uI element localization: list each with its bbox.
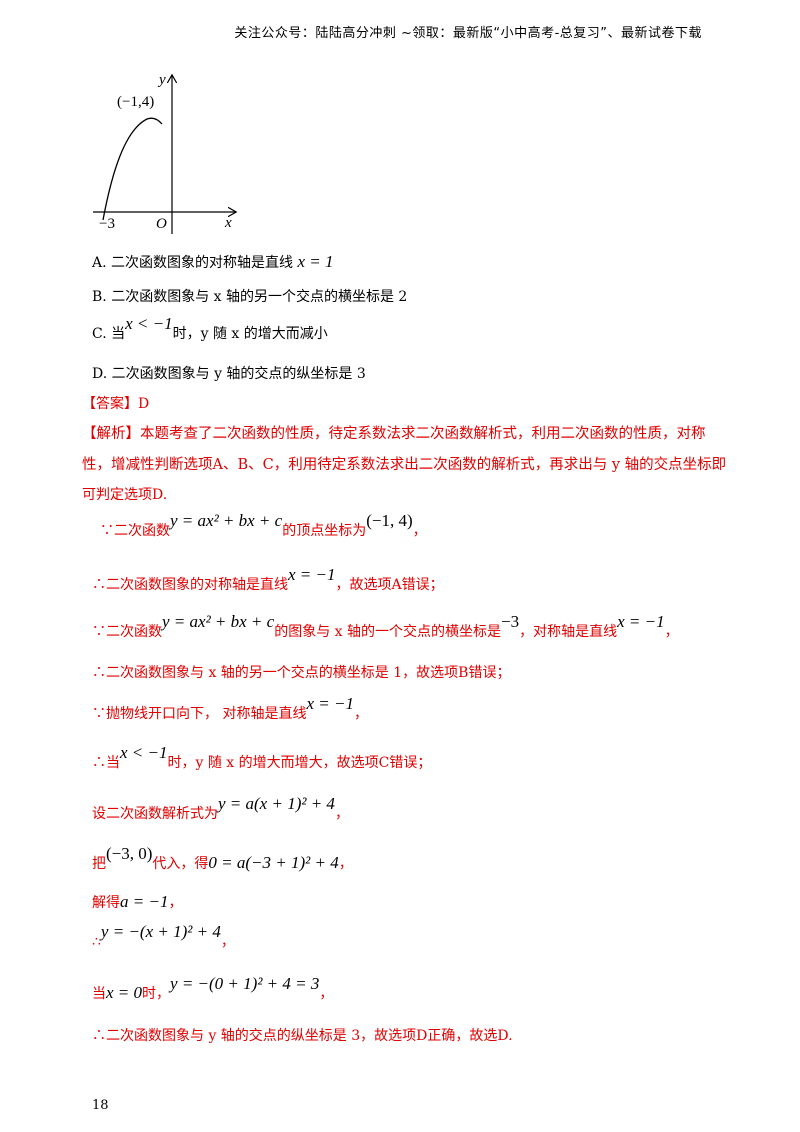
page-header: 关注公众号：陆陆高分冲刺 ~领取：最新版“小中高考-总复习”、最新试卷下载 [234, 26, 702, 41]
math: (−1, 4) [366, 511, 413, 530]
math: y = ax² + bx + c [162, 612, 275, 631]
x-axis-label: x [224, 215, 232, 231]
math: x < −1 [120, 743, 168, 762]
answer: 【答案】D [82, 396, 150, 412]
analysis-line-1: 【解析】本题考查了二次函数的性质，待定系数法求二次函数解析式，利用二次函数的性质… [82, 426, 706, 442]
option-a: A. 二次函数图象的对称轴是直线 x = 1 [92, 252, 334, 271]
math: y = −(0 + 1)² + 4 = 3 [170, 974, 320, 993]
math: y = −(x + 1)² + 4 [100, 922, 221, 941]
option-c: C. 当x < −1时，y 随 x 的增大而减小 [92, 314, 328, 342]
math: 0 = a(−3 + 1)² + 4 [208, 853, 339, 872]
math: (−3, 0) [106, 844, 153, 863]
page-number: 18 [92, 1098, 109, 1113]
step-11: 当x = 0时，y = −(0 + 1)² + 4 = 3， [92, 974, 334, 1002]
step-10: ∴y = −(x + 1)² + 4， [92, 922, 235, 950]
step-8: 把(−3, 0)代入，得0 = a(−3 + 1)² + 4， [92, 844, 353, 872]
step-3: ∵二次函数y = ax² + bx + c的图象与 x 轴的一个交点的横坐标是−… [92, 612, 679, 640]
step-4: ∴二次函数图象与 x 轴的另一个交点的横坐标是 1，故选项B错误； [92, 665, 511, 681]
analysis-line-3: 可判定选项D. [82, 487, 168, 503]
analysis-line-2: 性，增减性判断选项A、B、C，利用待定系数法求出二次函数的解析式，再求出与 y … [82, 457, 727, 473]
step-6: ∴当x < −1时，y 随 x 的增大而增大，故选项C错误； [92, 743, 432, 771]
step-7: 设二次函数解析式为y = a(x + 1)² + 4， [92, 794, 349, 822]
vertex-label: (−1,4) [117, 94, 154, 110]
parabola-curve [102, 117, 163, 221]
math: y = a(x + 1)² + 4 [218, 794, 335, 813]
math: x = 1 [297, 252, 334, 271]
math: x = −1 [617, 612, 665, 631]
option-d: D. 二次函数图象与 y 轴的交点的纵坐标是 3 [92, 366, 366, 382]
step-9: 解得a = −1， [92, 892, 183, 911]
parabola-graph: y x O (−1,4) −3 [93, 72, 245, 234]
math: −3 [501, 612, 520, 631]
step-1: ∵二次函数y = ax² + bx + c的顶点坐标为(−1, 4)， [100, 511, 427, 539]
step-2: ∴二次函数图象的对称轴是直线x = −1，故选项A错误； [92, 565, 444, 593]
math: y = ax² + bx + c [170, 511, 283, 530]
math: x = −1 [288, 565, 336, 584]
root-label: −3 [99, 216, 115, 232]
math: x = −1 [306, 694, 354, 713]
step-12: ∴二次函数图象与 y 轴的交点的纵坐标是 3，故选项D正确，故选D. [92, 1028, 513, 1044]
step-5: ∵抛物线开口向下， 对称轴是直线x = −1， [92, 694, 368, 722]
math: x = 0 [106, 983, 143, 1002]
option-b: B. 二次函数图象与 x 轴的另一个交点的横坐标是 2 [92, 289, 408, 305]
math: x < −1 [125, 314, 173, 333]
math: a = −1 [120, 892, 169, 911]
origin-label: O [156, 216, 167, 232]
y-axis-label: y [157, 72, 166, 88]
